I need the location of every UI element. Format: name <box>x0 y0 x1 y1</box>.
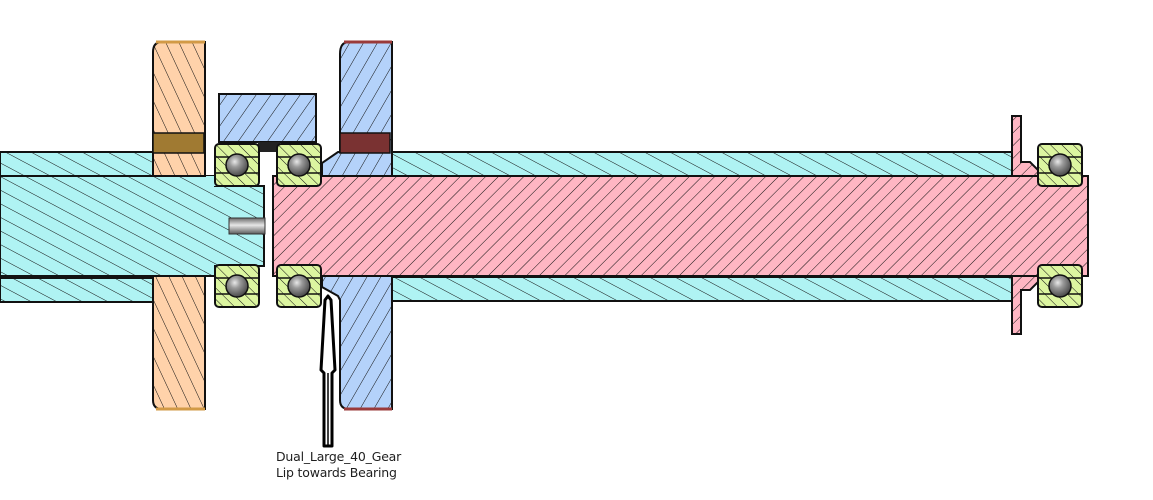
inner-shaft <box>272 175 1089 277</box>
center-pin <box>228 217 266 235</box>
outer-hollow-shaft <box>0 151 265 303</box>
key-left <box>152 132 205 154</box>
left-gear <box>152 40 206 411</box>
spacer-block <box>218 93 317 152</box>
callout-line-2: Lip towards Bearing <box>276 465 397 480</box>
callout-line-1: Dual_Large_40_Gear <box>276 449 402 464</box>
callout-arrow-icon <box>319 294 337 448</box>
key-right <box>339 132 391 154</box>
callout-label: Dual_Large_40_Gear Lip towards Bearing <box>276 449 401 481</box>
right-gear <box>321 40 393 411</box>
